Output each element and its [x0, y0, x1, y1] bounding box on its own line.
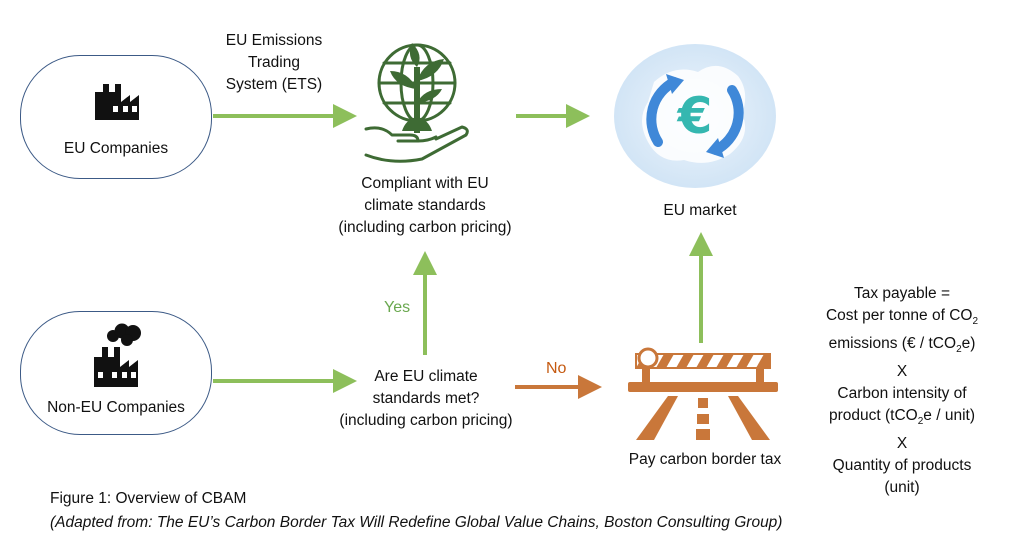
ets-label: EU Emissions Trading System (ETS) — [225, 32, 323, 93]
yes-label: Yes — [384, 299, 411, 316]
formula-line-3: emissions (€ / tCO2e) — [828, 335, 976, 356]
no-label: No — [546, 360, 567, 377]
eu-market-label: EU market — [663, 202, 737, 219]
factory-icon — [95, 84, 139, 120]
formula-line-2: Cost per tonne of CO2 — [825, 307, 979, 328]
tax-formula: Tax payable = Cost per tonne of CO2 emis… — [810, 283, 994, 499]
formula-line-6: Quantity of products — [832, 457, 972, 475]
question-node-label: Are EU climate standards met? (including… — [339, 368, 513, 429]
formula-line-4: Carbon intensity of — [837, 385, 967, 403]
compliant-node-label: Compliant with EU climate standards (inc… — [338, 175, 512, 236]
formula-times-1: X — [896, 363, 908, 381]
figure-caption: Figure 1: Overview of CBAM — [50, 490, 247, 507]
euro-symbol: € — [677, 87, 713, 145]
formula-line-7: (unit) — [884, 479, 920, 497]
hand-globe-plant-icon — [364, 43, 469, 163]
border-barrier-road-icon — [628, 347, 778, 440]
euro-exchange-eu-map-icon: € — [614, 44, 776, 188]
formula-times-2: X — [896, 435, 908, 453]
smoking-factory-icon — [94, 323, 141, 387]
pay-tax-label: Pay carbon border tax — [628, 451, 782, 468]
formula-line-1: Tax payable = — [853, 285, 951, 302]
eu-companies-label: EU Companies — [63, 140, 169, 157]
formula-line-5: product (tCO2e / unit) — [829, 407, 975, 428]
figure-source: (Adapted from: The EU’s Carbon Border Ta… — [50, 514, 783, 531]
non-eu-companies-label: Non-EU Companies — [47, 399, 185, 416]
